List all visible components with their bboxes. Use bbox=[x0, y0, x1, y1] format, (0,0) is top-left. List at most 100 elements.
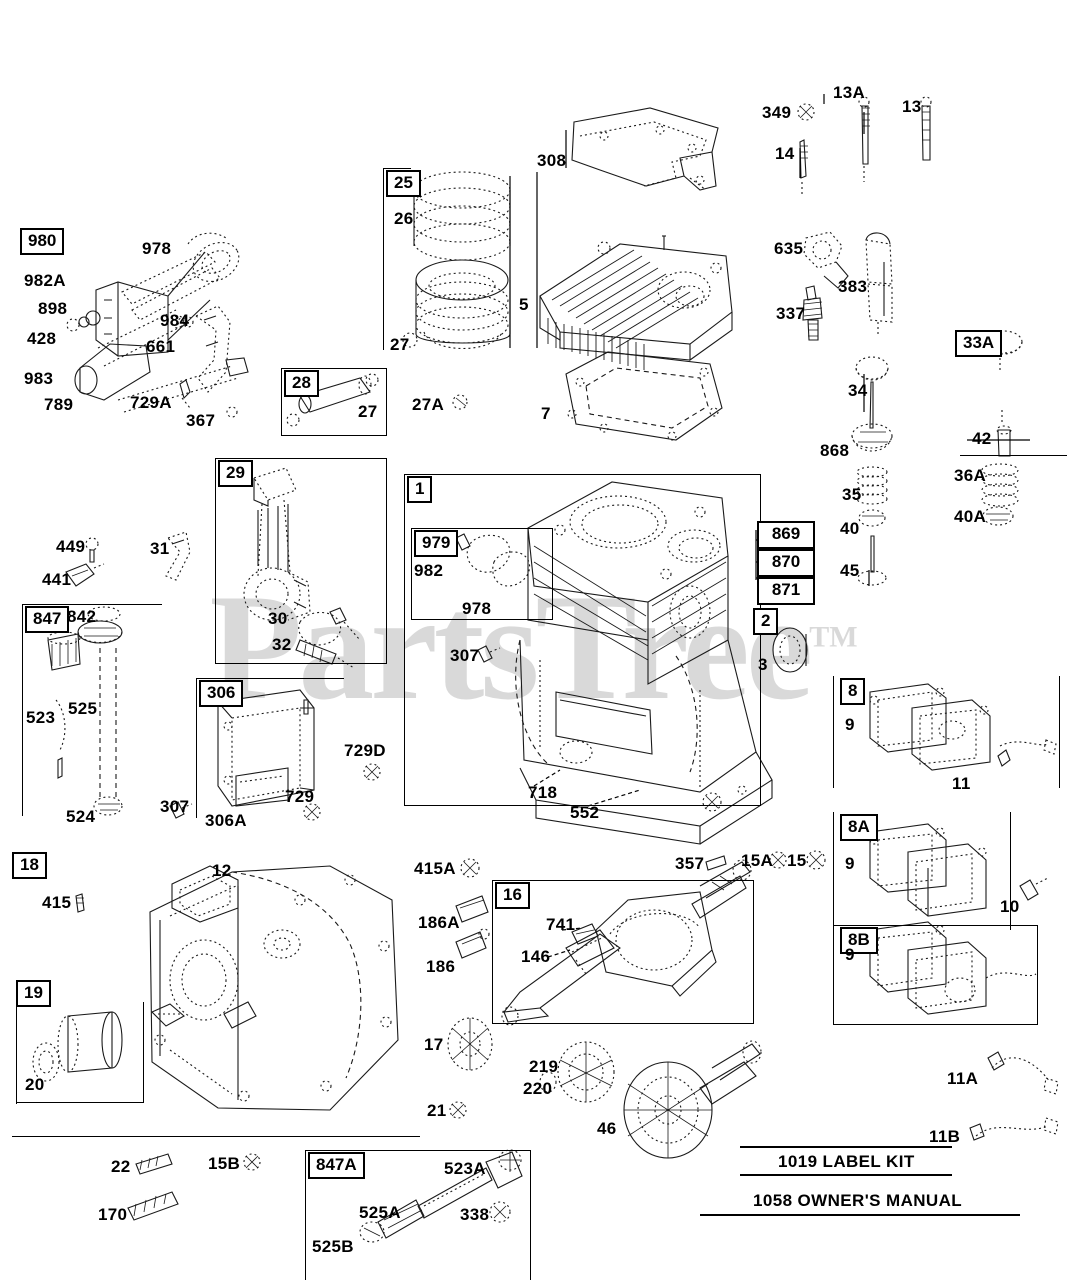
ref-box-16[interactable]: 16 bbox=[495, 882, 530, 909]
callout-27-pin[interactable]: 27 bbox=[358, 402, 378, 421]
callout-718[interactable]: 718 bbox=[528, 783, 558, 802]
callout-978b[interactable]: 978 bbox=[462, 599, 492, 618]
ref-box-980[interactable]: 980 bbox=[20, 228, 65, 255]
callout-15[interactable]: 15 bbox=[787, 851, 807, 870]
callout-898[interactable]: 898 bbox=[38, 299, 68, 318]
callout-383[interactable]: 383 bbox=[838, 277, 868, 296]
callout-13a[interactable]: 13A bbox=[833, 83, 866, 102]
callout-15a[interactable]: 15A bbox=[741, 851, 774, 870]
bore-size-871[interactable]: 871 bbox=[757, 577, 815, 605]
callout-11a[interactable]: 11A bbox=[947, 1069, 979, 1088]
callout-984[interactable]: 984 bbox=[160, 311, 190, 330]
callout-31[interactable]: 31 bbox=[150, 539, 170, 558]
callout-30[interactable]: 30 bbox=[268, 609, 288, 628]
callout-9a[interactable]: 9 bbox=[845, 715, 855, 734]
callout-20[interactable]: 20 bbox=[25, 1075, 45, 1094]
ref-box-18[interactable]: 18 bbox=[12, 852, 47, 879]
callout-10[interactable]: 10 bbox=[1000, 897, 1020, 916]
callout-729d[interactable]: 729D bbox=[344, 741, 386, 760]
callout-525b[interactable]: 525B bbox=[312, 1237, 354, 1256]
callout-868[interactable]: 868 bbox=[820, 441, 850, 460]
ref-box-2[interactable]: 2 bbox=[753, 608, 779, 635]
callout-36a[interactable]: 36A bbox=[954, 466, 987, 485]
callout-219[interactable]: 219 bbox=[529, 1057, 559, 1076]
callout-11[interactable]: 11 bbox=[952, 774, 971, 793]
callout-415[interactable]: 415 bbox=[42, 893, 72, 912]
callout-552[interactable]: 552 bbox=[570, 803, 600, 822]
callout-17[interactable]: 17 bbox=[424, 1035, 444, 1054]
ref-box-29[interactable]: 29 bbox=[218, 460, 253, 487]
callout-186[interactable]: 186 bbox=[426, 957, 456, 976]
callout-983[interactable]: 983 bbox=[24, 369, 54, 388]
callout-306a[interactable]: 306A bbox=[205, 811, 247, 830]
callout-661[interactable]: 661 bbox=[146, 337, 176, 356]
callout-729[interactable]: 729 bbox=[285, 787, 315, 806]
callout-40[interactable]: 40 bbox=[840, 519, 860, 538]
callout-349[interactable]: 349 bbox=[762, 103, 792, 122]
callout-220[interactable]: 220 bbox=[523, 1079, 553, 1098]
callout-13[interactable]: 13 bbox=[902, 97, 922, 116]
callout-40a[interactable]: 40A bbox=[954, 507, 987, 526]
callout-27[interactable]: 27 bbox=[390, 335, 410, 354]
ref-box-8b[interactable]: 8B bbox=[840, 927, 878, 954]
callout-789[interactable]: 789 bbox=[44, 395, 74, 414]
callout-308[interactable]: 308 bbox=[537, 151, 567, 170]
callout-337[interactable]: 337 bbox=[776, 304, 806, 323]
callout-22[interactable]: 22 bbox=[111, 1157, 131, 1176]
ref-box-28[interactable]: 28 bbox=[284, 370, 319, 397]
ref-box-19[interactable]: 19 bbox=[16, 980, 51, 1007]
callout-34[interactable]: 34 bbox=[848, 381, 868, 400]
callout-5[interactable]: 5 bbox=[519, 295, 529, 314]
callout-525[interactable]: 525 bbox=[68, 699, 98, 718]
callout-35[interactable]: 35 bbox=[842, 485, 862, 504]
callout-523a[interactable]: 523A bbox=[444, 1159, 486, 1178]
ref-box-25[interactable]: 25 bbox=[386, 170, 421, 197]
callout-842[interactable]: 842 bbox=[67, 607, 97, 626]
ref-box-979[interactable]: 979 bbox=[414, 530, 459, 557]
ref-box-8a[interactable]: 8A bbox=[840, 814, 878, 841]
callout-525a[interactable]: 525A bbox=[359, 1203, 401, 1222]
callout-729a[interactable]: 729A bbox=[130, 393, 172, 412]
callout-367[interactable]: 367 bbox=[186, 411, 216, 430]
callout-170[interactable]: 170 bbox=[98, 1205, 128, 1224]
callout-428[interactable]: 428 bbox=[27, 329, 57, 348]
bore-size-870[interactable]: 870 bbox=[757, 549, 815, 577]
ref-box-847[interactable]: 847 bbox=[25, 606, 70, 633]
callout-45[interactable]: 45 bbox=[840, 561, 860, 580]
callout-449[interactable]: 449 bbox=[56, 537, 86, 556]
ref-box-8[interactable]: 8 bbox=[840, 678, 866, 705]
callout-741[interactable]: 741 bbox=[546, 915, 576, 934]
callout-15b[interactable]: 15B bbox=[208, 1154, 241, 1173]
callout-9c[interactable]: 9 bbox=[845, 945, 855, 964]
callout-3[interactable]: 3 bbox=[758, 655, 768, 674]
callout-26[interactable]: 26 bbox=[394, 209, 414, 228]
owners-manual-text[interactable]: 1058 OWNER'S MANUAL bbox=[753, 1191, 963, 1210]
bore-size-869[interactable]: 869 bbox=[757, 521, 815, 549]
callout-357[interactable]: 357 bbox=[675, 854, 705, 873]
callout-415a[interactable]: 415A bbox=[414, 859, 456, 878]
callout-978[interactable]: 978 bbox=[142, 239, 172, 258]
callout-14[interactable]: 14 bbox=[775, 144, 795, 163]
callout-9b[interactable]: 9 bbox=[845, 854, 855, 873]
callout-27a[interactable]: 27A bbox=[412, 395, 445, 414]
ref-box-306[interactable]: 306 bbox=[199, 680, 244, 707]
callout-307[interactable]: 307 bbox=[450, 646, 480, 665]
callout-523[interactable]: 523 bbox=[26, 708, 56, 727]
callout-338[interactable]: 338 bbox=[460, 1205, 490, 1224]
ref-box-1[interactable]: 1 bbox=[407, 476, 433, 503]
callout-12[interactable]: 12 bbox=[212, 861, 232, 880]
callout-32[interactable]: 32 bbox=[272, 635, 292, 654]
callout-21[interactable]: 21 bbox=[427, 1101, 447, 1120]
callout-46[interactable]: 46 bbox=[597, 1119, 617, 1138]
callout-982[interactable]: 982 bbox=[414, 561, 444, 580]
callout-441[interactable]: 441 bbox=[42, 570, 72, 589]
callout-524[interactable]: 524 bbox=[66, 807, 96, 826]
callout-7[interactable]: 7 bbox=[541, 404, 551, 423]
callout-635[interactable]: 635 bbox=[774, 239, 804, 258]
callout-146[interactable]: 146 bbox=[521, 947, 551, 966]
callout-42[interactable]: 42 bbox=[972, 429, 992, 448]
callout-982a[interactable]: 982A bbox=[24, 271, 66, 290]
callout-186a[interactable]: 186A bbox=[418, 913, 460, 932]
callout-307b[interactable]: 307 bbox=[160, 797, 190, 816]
ref-box-33a[interactable]: 33A bbox=[955, 330, 1003, 357]
